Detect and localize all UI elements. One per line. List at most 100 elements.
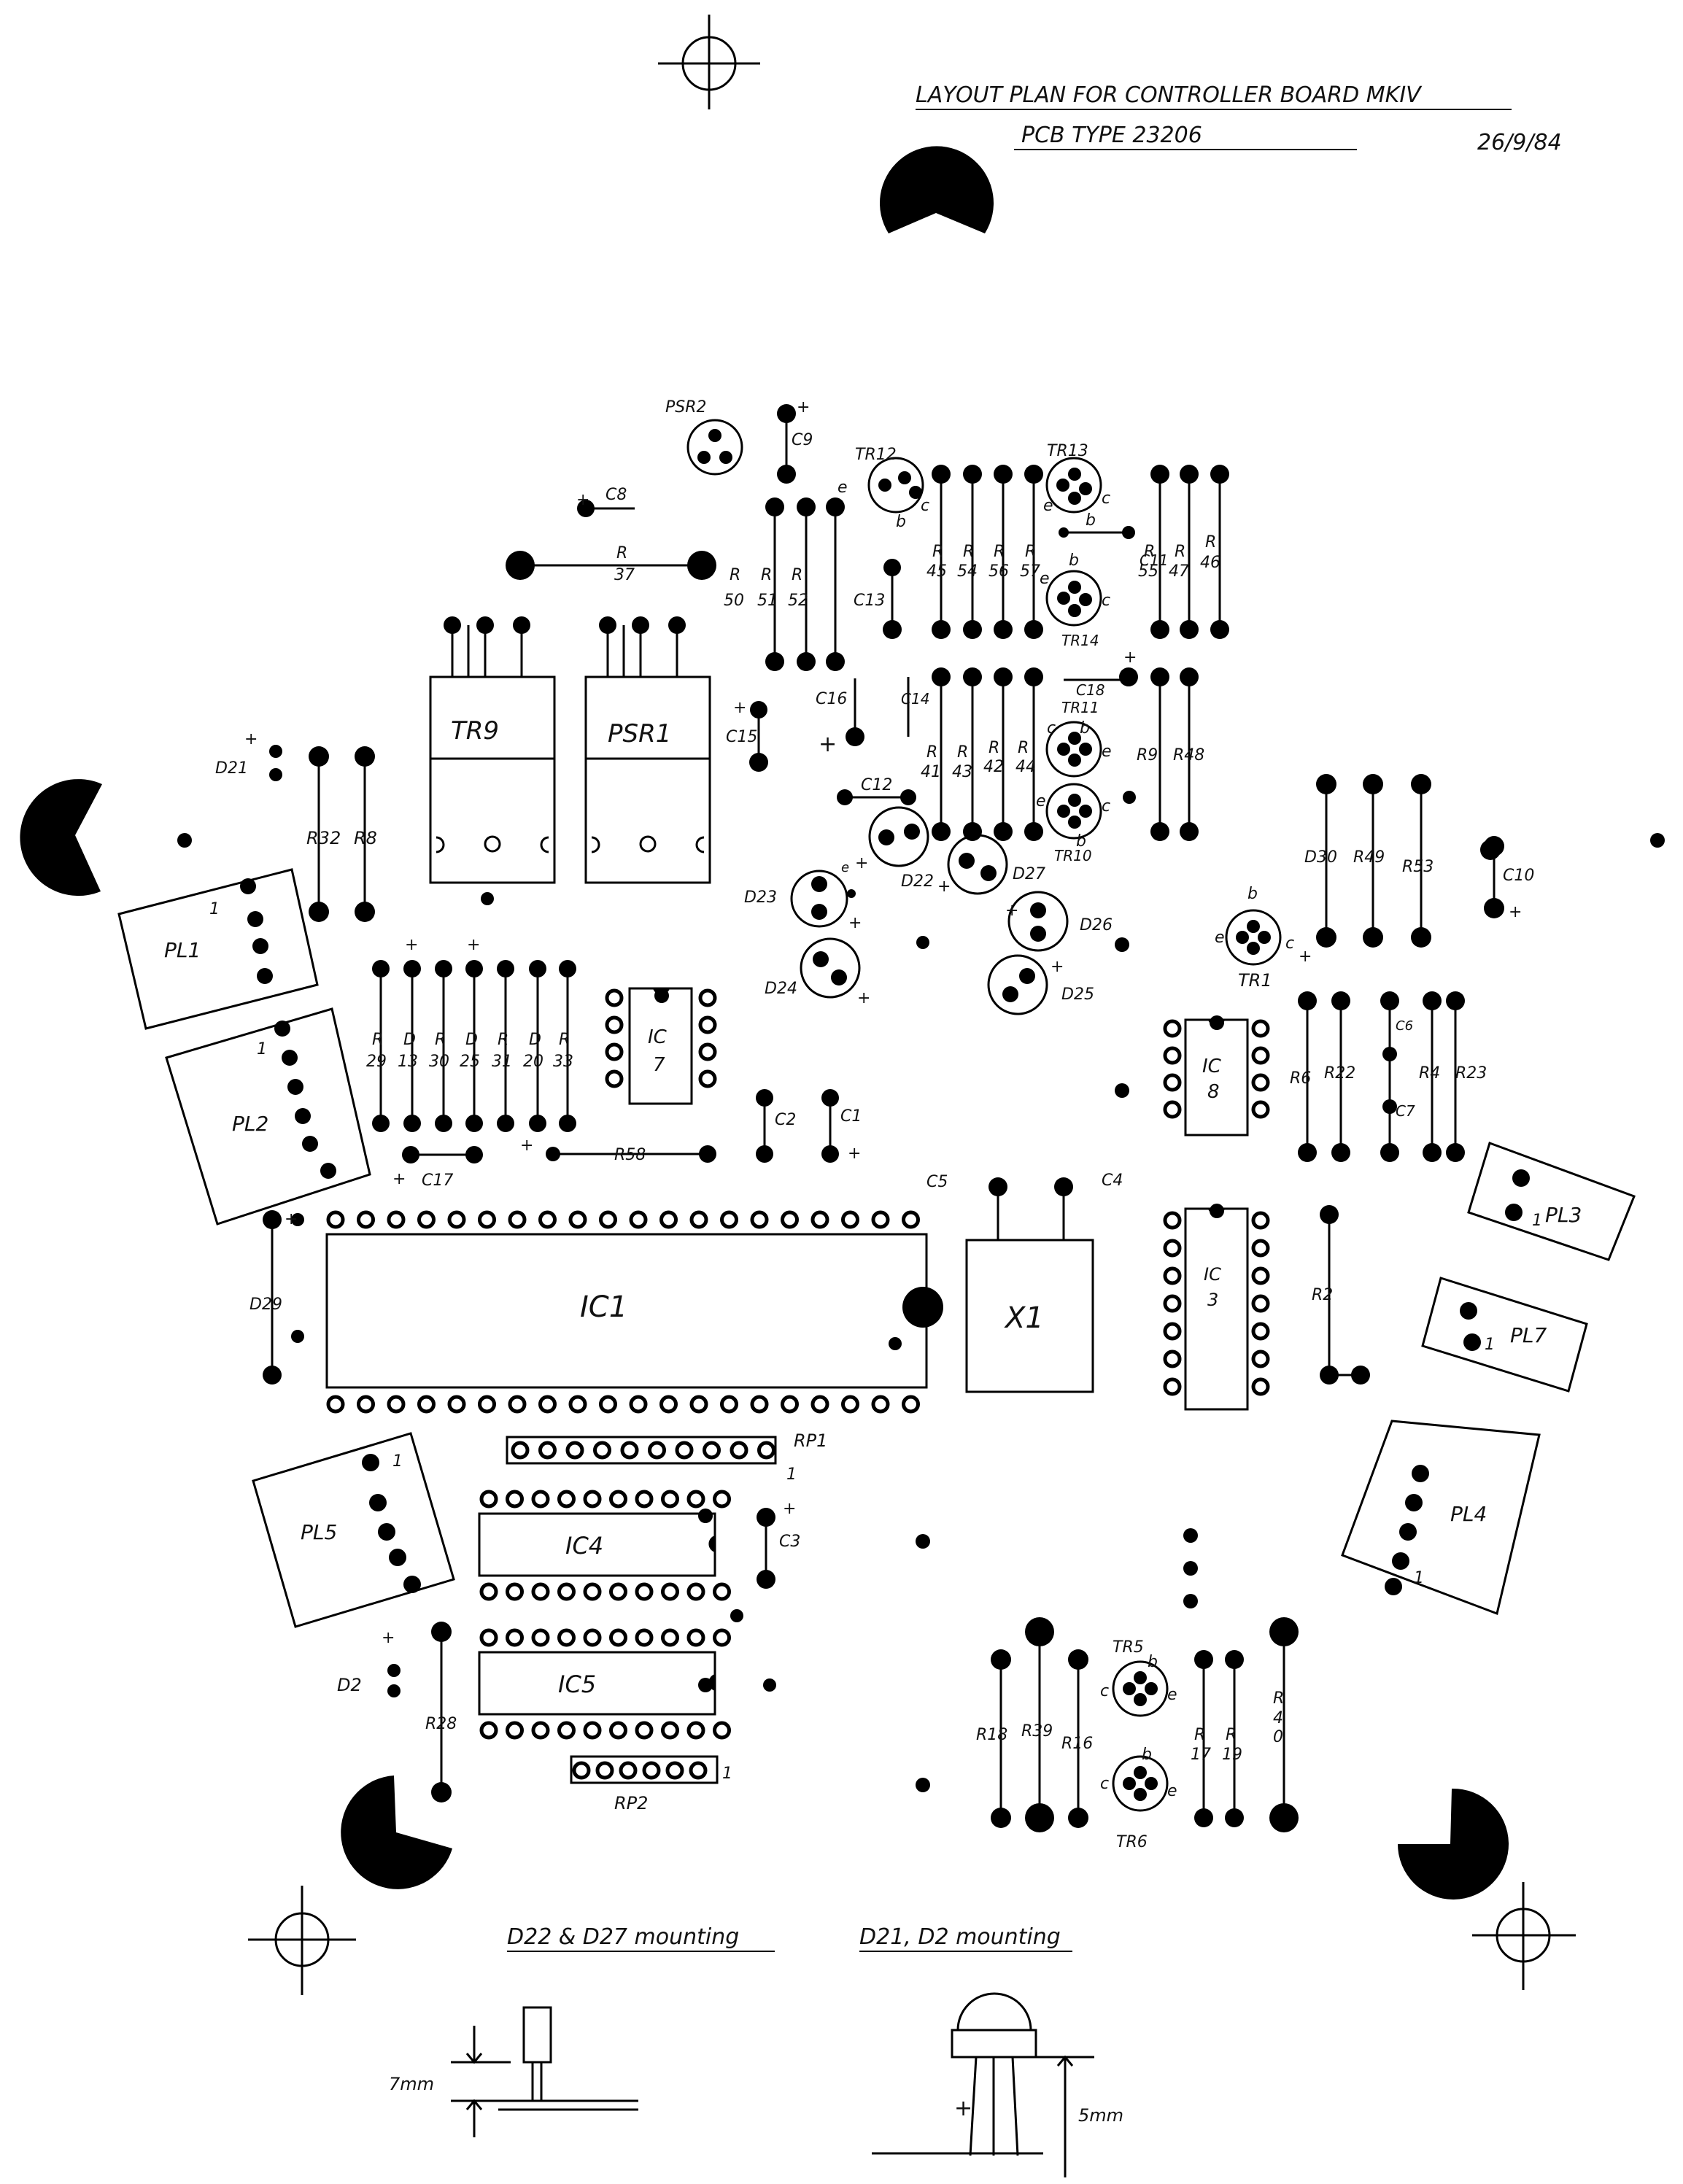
ic8-outline — [1184, 1018, 1249, 1136]
label-r40-b: 0 — [1273, 1728, 1283, 1746]
pin1-pl5: 1 — [392, 1452, 403, 1471]
ic-pin-rows — [326, 988, 1270, 1780]
label-r44-r: R — [1018, 739, 1029, 757]
ic-pin — [686, 1721, 705, 1740]
label-r50: 50 — [724, 592, 744, 610]
label-d13: 13 — [398, 1053, 418, 1071]
label-c10: C10 — [1503, 867, 1534, 885]
label-rp1: RP1 — [794, 1430, 827, 1451]
alignment-mark-left — [20, 779, 103, 897]
ic-pin — [583, 1721, 602, 1740]
d27-outline — [947, 834, 1008, 895]
ic-pin — [1251, 1349, 1270, 1368]
pin1-pl2: 1 — [257, 1040, 267, 1058]
ic-pin — [357, 1210, 375, 1229]
ic-pin — [1251, 1322, 1270, 1341]
ic-pin — [750, 1210, 769, 1229]
psr1-tab — [584, 757, 711, 884]
ic-pin — [531, 1721, 550, 1740]
ic-pin — [1251, 1046, 1270, 1065]
label-ic7-ic: IC — [648, 1026, 668, 1048]
label-tr6: TR6 — [1116, 1833, 1148, 1851]
led-plus-mark: + — [954, 2096, 972, 2121]
ic-pin — [781, 1210, 799, 1229]
label-d24: D24 — [765, 980, 797, 998]
plus-mark-d13: + — [405, 936, 418, 954]
label-d26: D26 — [1080, 916, 1113, 934]
label-r43: 43 — [952, 763, 972, 781]
pin1-pl3: 1 — [1532, 1212, 1542, 1230]
ic-pin — [506, 1628, 524, 1647]
ic-pin — [1163, 1349, 1182, 1368]
ic-pin — [635, 1628, 654, 1647]
ic-pin — [659, 1395, 678, 1414]
ic-pin — [531, 1490, 550, 1509]
label-r46-r: R — [1205, 533, 1216, 551]
ic-pin — [689, 1761, 708, 1780]
label-r37: 37 — [614, 566, 635, 584]
ic-pin — [841, 1395, 859, 1414]
label-r44: 44 — [1015, 758, 1036, 776]
label-ic7-num: 7 — [653, 1054, 665, 1076]
ic-pin — [1163, 1377, 1182, 1396]
ic-pin — [605, 1069, 624, 1088]
polarity-marks: + + + + + + + + + + + + + + + + + + + + … — [209, 398, 1542, 1800]
ic-pin — [511, 1441, 530, 1460]
ic-pin — [479, 1582, 498, 1601]
label-d23: D23 — [744, 888, 777, 907]
ic-pin — [902, 1395, 920, 1414]
ic-pin — [583, 1490, 602, 1509]
ic-pin — [629, 1210, 648, 1229]
label-r45: 45 — [926, 562, 947, 581]
label-psr2: PSR2 — [665, 398, 707, 417]
pin1-rp2: 1 — [722, 1765, 732, 1783]
label-rp2: RP2 — [614, 1793, 648, 1813]
ic-pin — [1163, 1019, 1182, 1038]
label-r52-r: R — [792, 566, 802, 584]
label-r52: 52 — [788, 592, 808, 610]
plus-mark-d2: + — [382, 1629, 395, 1647]
tr5-outline — [1112, 1660, 1169, 1717]
label-ic3-num: 3 — [1207, 1290, 1218, 1310]
ic-pin — [1251, 1100, 1270, 1119]
plus-mark-c9: + — [797, 398, 810, 417]
label-r57-r: R — [1025, 543, 1036, 561]
plus-mark-c8: + — [576, 491, 589, 509]
label-c2: C2 — [775, 1111, 796, 1129]
pin1-pl1: 1 — [209, 900, 220, 918]
plus-mark-d24: + — [857, 989, 870, 1007]
pin-e-tr12: e — [841, 860, 849, 875]
mounting-details: D22 & D27 mounting D21, D2 mounting 7mm … — [389, 1924, 1123, 2177]
label-c8: C8 — [606, 486, 627, 504]
ic-pin — [635, 1721, 654, 1740]
label-r30: 30 — [429, 1053, 449, 1071]
alignment-mark-bottom-right — [1398, 1788, 1509, 1900]
label-r41-r: R — [926, 743, 937, 762]
label-c7: C7 — [1396, 1102, 1415, 1120]
ic-notches — [653, 988, 1225, 1691]
ic-pin — [1163, 1073, 1182, 1092]
pl1-outline — [117, 868, 319, 1030]
ic-pin — [659, 1210, 678, 1229]
label-r40-r: R — [1273, 1689, 1284, 1708]
ic-pin — [599, 1210, 617, 1229]
ic-pin — [902, 1210, 920, 1229]
label-r41: 41 — [921, 763, 941, 781]
pin-e-tr13: e — [1043, 497, 1053, 515]
ic-pin — [686, 1582, 705, 1601]
pin-c-tr5: c — [1100, 1682, 1109, 1700]
label-r54: 54 — [957, 562, 978, 581]
pin1-pl7: 1 — [1485, 1336, 1495, 1354]
pin-b-tr14: b — [1069, 551, 1079, 570]
ic-pin — [538, 1441, 557, 1460]
label-pl5: PL5 — [301, 1520, 337, 1544]
mounting-dim-7mm: 7mm — [389, 2074, 434, 2094]
label-r4: R4 — [1419, 1064, 1440, 1083]
ic-pin — [478, 1210, 496, 1229]
label-psr1: PSR1 — [608, 719, 671, 748]
label-c4: C4 — [1102, 1172, 1123, 1190]
label-r18: R18 — [976, 1726, 1007, 1744]
ic-pin — [417, 1210, 436, 1229]
regulator-holes — [436, 835, 705, 853]
rp2-outline — [570, 1755, 719, 1784]
